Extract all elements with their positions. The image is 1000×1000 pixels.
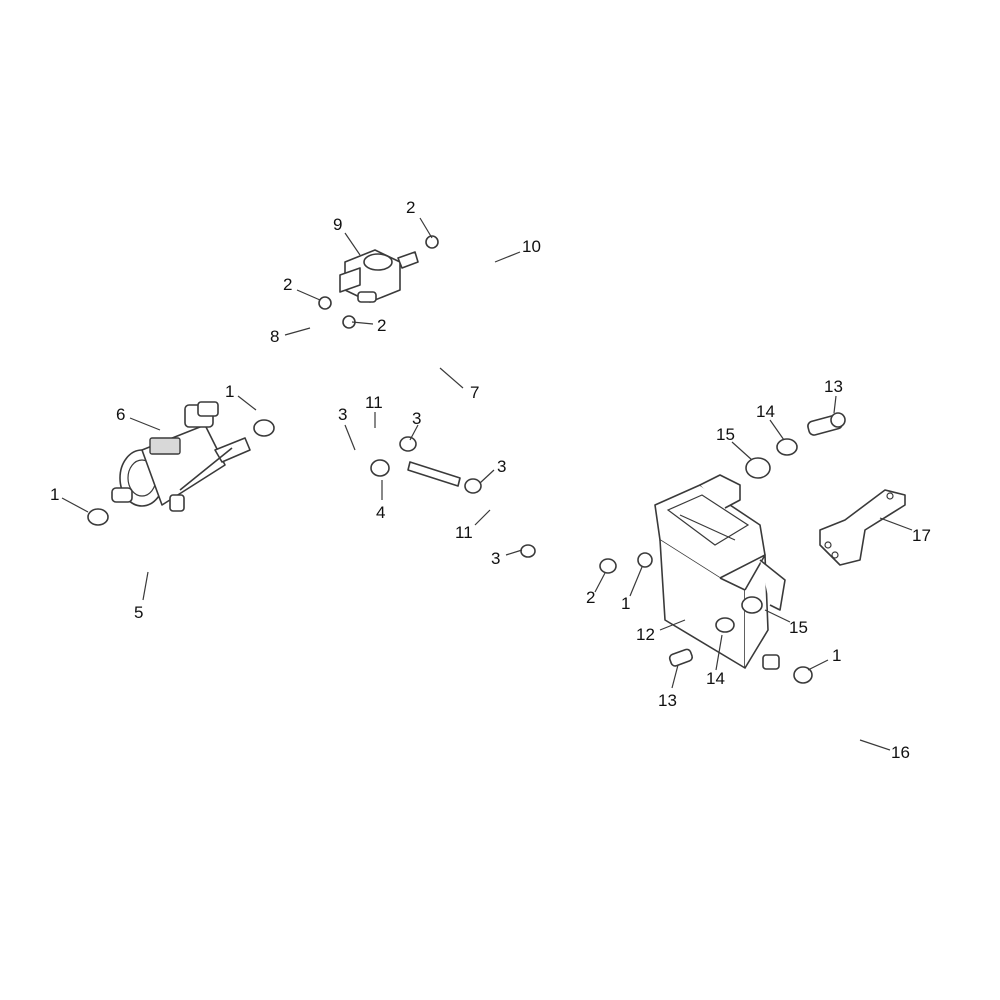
hose-16 — [794, 672, 891, 831]
callout-1: 1 — [50, 485, 59, 504]
small-hardware — [87, 235, 846, 684]
callout-5: 5 — [134, 603, 143, 622]
callout-6: 6 — [116, 405, 125, 424]
callout-17: 17 — [912, 526, 931, 545]
leader-lines — [61, 217, 913, 751]
callout-2: 2 — [283, 275, 292, 294]
callout-4: 4 — [376, 503, 385, 522]
top-valve — [339, 249, 419, 303]
callout-7: 7 — [470, 383, 479, 402]
callout-2: 2 — [406, 198, 415, 217]
hose-11-upper — [345, 424, 411, 466]
callout-1: 1 — [621, 594, 630, 613]
callout-16: 16 — [891, 743, 910, 762]
callout-2: 2 — [377, 316, 386, 335]
callout-13: 13 — [658, 691, 677, 710]
hose-11-lower — [473, 483, 530, 556]
callout-8: 8 — [270, 327, 279, 346]
callout-labels: 2 10 9 2 2 8 7 1 6 3 11 3 1 4 3 11 3 5 1… — [50, 198, 931, 762]
callout-14: 14 — [756, 402, 775, 421]
callout-12: 12 — [636, 625, 655, 644]
hose-5 — [77, 462, 386, 574]
callout-1: 1 — [832, 646, 841, 665]
hose-10 — [434, 229, 511, 342]
callout-1: 1 — [225, 382, 234, 401]
callout-11: 11 — [455, 523, 473, 542]
callout-11: 11 — [365, 393, 383, 412]
callout-3: 3 — [412, 409, 421, 428]
charcoal-canister — [654, 474, 786, 670]
callout-13: 13 — [824, 377, 843, 396]
hose-7 — [259, 316, 656, 571]
solenoid-valve — [111, 401, 251, 512]
callout-14: 14 — [706, 669, 725, 688]
mounting-bracket — [819, 489, 906, 566]
callout-15: 15 — [789, 618, 808, 637]
callout-9: 9 — [333, 215, 342, 234]
hose-8 — [309, 305, 350, 351]
callout-3: 3 — [491, 549, 500, 568]
callout-2: 2 — [586, 588, 595, 607]
callout-3: 3 — [338, 405, 347, 424]
callout-10: 10 — [522, 237, 541, 256]
callout-3: 3 — [497, 457, 506, 476]
callout-15: 15 — [716, 425, 735, 444]
